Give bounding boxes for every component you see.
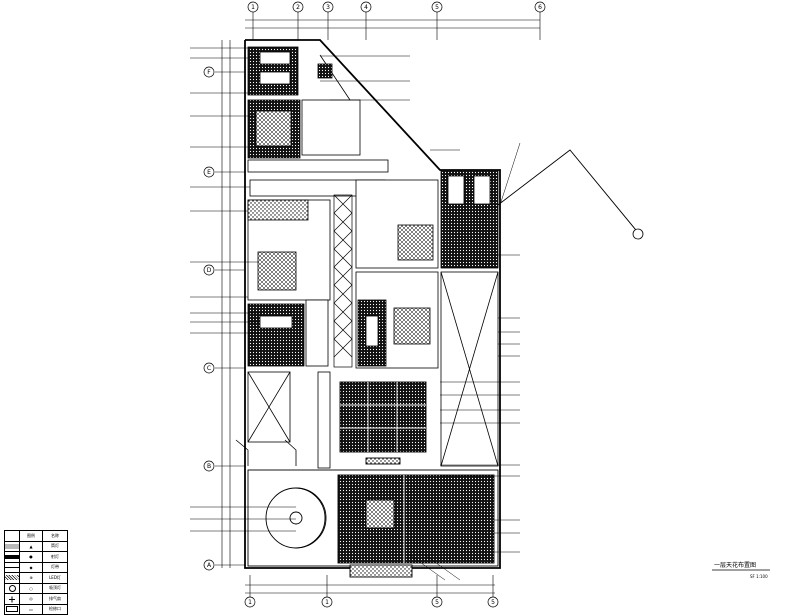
- upper-rooms: [247, 39, 441, 197]
- legend-symbol-cell: [5, 562, 20, 572]
- top-axis-label: 1: [251, 4, 255, 11]
- left-axis-label: C: [207, 365, 211, 372]
- top-axis-label: 5: [435, 4, 439, 11]
- legend-symbol-cell: [5, 531, 20, 541]
- legend-code-cell: ◆: [20, 562, 43, 572]
- dot-pattern-icon: [5, 543, 19, 549]
- legend-code-cell: ●: [20, 552, 43, 562]
- legend-code-cell: ▭: [20, 604, 43, 614]
- legend-row: ▲ 筒灯: [5, 540, 67, 551]
- legend-symbol-cell: [5, 573, 20, 583]
- left-axis-label: D: [207, 267, 212, 274]
- legend-header-row: 图例 名称: [5, 531, 67, 541]
- bottom-axis-label: 1: [325, 599, 329, 606]
- legend-row: ◎ 排气扇: [5, 593, 67, 604]
- right-wing: [440, 149, 644, 467]
- legend-desc-cell: LED灯: [49, 574, 61, 580]
- legend-code-cell: ▲: [20, 541, 43, 551]
- legend-symbol-cell: [5, 541, 20, 551]
- legend-symbol-cell: [5, 583, 20, 593]
- bottom-axis-label: 5: [435, 599, 439, 606]
- left-axis-label: A: [207, 562, 212, 569]
- legend-row: ▭ 检修口: [5, 603, 67, 614]
- solid-fill-icon: [5, 554, 19, 559]
- top-axis-label: 3: [326, 4, 330, 11]
- legend-desc-cell: 筒灯: [51, 543, 59, 549]
- middle-right-rooms: [355, 179, 439, 369]
- legend-row: ◆ 灯带: [5, 561, 67, 572]
- legend-code-cell: ○: [20, 583, 43, 593]
- legend-code-cell: ⊕: [20, 573, 43, 583]
- legend-row: ○ 吸顶灯: [5, 582, 67, 593]
- left-dimension-chain: [215, 40, 245, 568]
- left-axis-label: E: [207, 169, 211, 176]
- top-axis-bubbles: [247, 1, 546, 13]
- legend-desc-cell: 名称: [51, 532, 59, 538]
- legend-desc-cell: 吸顶灯: [49, 585, 61, 591]
- lower-left-stair: [235, 371, 331, 469]
- legend-desc-cell: 灯带: [51, 564, 59, 570]
- legend-row: ⊕ LED灯: [5, 572, 67, 583]
- empty-rect-icon: [6, 606, 18, 613]
- legend-symbol-cell: [5, 604, 20, 614]
- left-axis-label: B: [207, 463, 211, 470]
- legend-desc-cell: 射灯: [51, 553, 59, 559]
- bottom-axis-label: 5: [491, 599, 495, 606]
- middle-left-rooms: [247, 199, 331, 367]
- bottom-hall: [247, 469, 499, 578]
- legend-table: 图例 名称 ▲ 筒灯 ● 射灯 ◆ 灯带 ⊕ LED灯 ○ 吸顶灯 ◎ 排气扇 …: [4, 530, 68, 615]
- drawing-title: 一层天花布置图: [714, 561, 756, 569]
- bottom-axis-bubbles: [244, 596, 499, 608]
- bottom-axis-label: 1: [248, 599, 252, 606]
- legend-symbol-cell: [5, 594, 20, 604]
- legend-desc-cell: 检修口: [49, 606, 61, 612]
- annotation-leaders: [190, 47, 521, 581]
- hatch-pattern-icon: [5, 575, 19, 581]
- cross-icon: [9, 596, 15, 602]
- circle-icon: [8, 584, 16, 592]
- bottom-dimension-chain: [245, 575, 495, 598]
- drawing-scale: SF 1:100: [750, 574, 768, 579]
- legend-symbol-cell: [5, 552, 20, 562]
- line-icon: [5, 566, 19, 568]
- legend-code-cell: 图例: [20, 531, 43, 541]
- top-axis-label: 2: [296, 4, 300, 11]
- legend-code-cell: ◎: [20, 594, 43, 604]
- central-corridor: [333, 194, 353, 368]
- top-axis-label: 6: [538, 4, 542, 11]
- left-axis-bubbles: [203, 66, 215, 571]
- top-axis-label: 4: [364, 4, 368, 11]
- left-axis-label: F: [207, 69, 211, 76]
- lower-central-ceiling: [339, 381, 427, 465]
- top-dimension-chain: [245, 12, 541, 40]
- legend-desc-cell: 排气扇: [49, 595, 61, 601]
- legend-row: ● 射灯: [5, 551, 67, 562]
